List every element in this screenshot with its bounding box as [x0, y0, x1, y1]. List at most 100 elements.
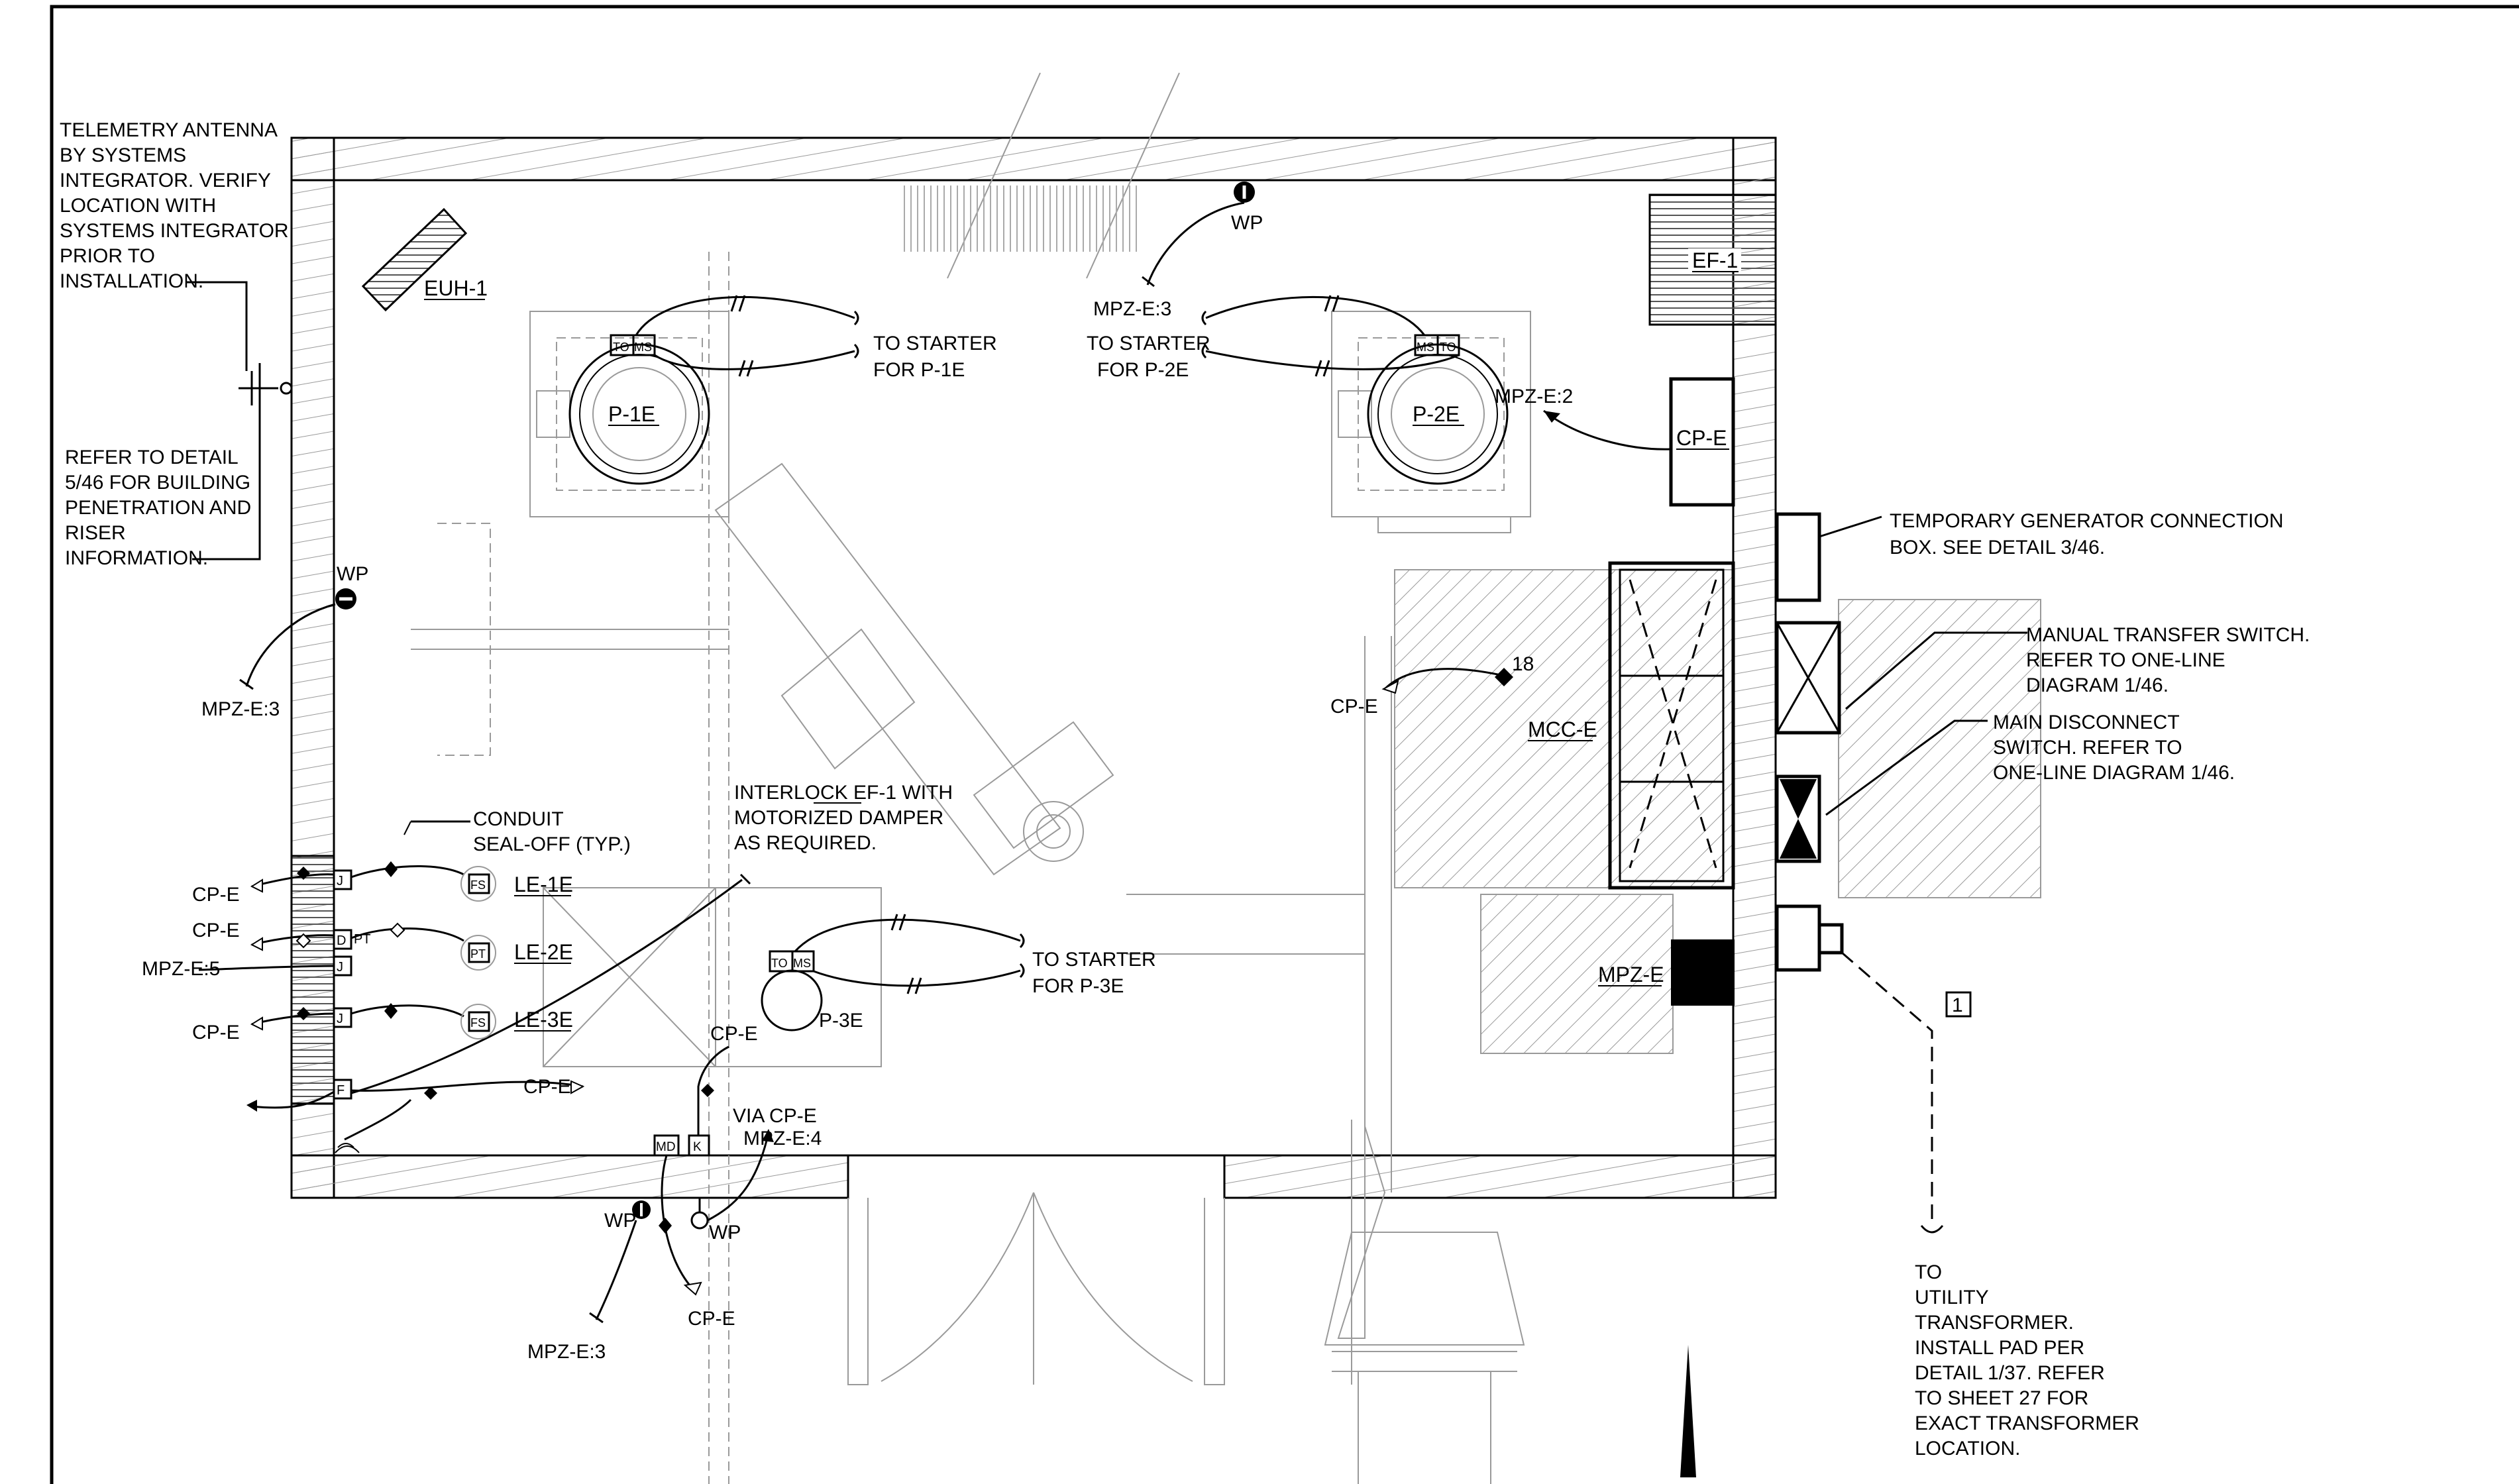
svg-text:CONDUIT: CONDUIT	[473, 808, 564, 830]
mpze-label: MPZ-E	[1598, 963, 1664, 986]
disc-line1: MAIN DISCONNECT	[1993, 712, 2180, 733]
svg-text:F: F	[337, 1083, 345, 1098]
svg-text:TRANSFORMER.: TRANSFORMER.	[1915, 1312, 2074, 1334]
unit-heater-euh1: EUH-1	[361, 207, 488, 312]
svg-text:J: J	[337, 960, 343, 975]
cpe-label-1: CP-E	[192, 884, 240, 906]
keynote-1: 1	[1952, 994, 1963, 1016]
p1e-to-tag: TO	[613, 341, 629, 354]
svg-text:D: D	[337, 933, 346, 948]
svg-text:FS: FS	[470, 878, 486, 892]
antenna-symbol	[239, 363, 293, 413]
wp-bottom-label-1: WP	[604, 1210, 636, 1232]
disc-line2: SWITCH. REFER TO	[1993, 737, 2182, 759]
temp-gen-line2: BOX. SEE DETAIL 3/46.	[1890, 537, 2105, 558]
svg-text:SYSTEMS INTEGRATOR: SYSTEMS INTEGRATOR	[60, 220, 289, 242]
field-devices-left: J D J J F PT	[198, 855, 751, 1153]
le1e-label: LE-1E	[514, 873, 573, 896]
svg-text:TELEMETRY ANTENNA: TELEMETRY ANTENNA	[60, 119, 278, 141]
svg-text:J: J	[337, 1012, 343, 1026]
mpze5-label: MPZ-E:5	[142, 958, 220, 980]
utility-service-entry: 1	[1775, 904, 1972, 1234]
mcc-cpe-label: CP-E	[1330, 696, 1378, 717]
svg-text:EXACT TRANSFORMER: EXACT TRANSFORMER	[1915, 1412, 2139, 1434]
p1e-label: P-1E	[608, 402, 655, 426]
mpze3-bottom-label: MPZ-E:3	[527, 1341, 606, 1363]
wp-left-label: WP	[337, 563, 368, 585]
interlock-note: INTERLOCK EF-1 WITH MOTORIZED DAMPER AS …	[734, 782, 953, 854]
via-line2: MPZ-E:4	[743, 1128, 822, 1149]
starter-3e-line1: TO STARTER	[1032, 949, 1156, 971]
svg-text:PENETRATION AND: PENETRATION AND	[65, 497, 251, 519]
telemetry-note: TELEMETRY ANTENNA BY SYSTEMS INTEGRATOR.…	[60, 119, 289, 371]
mts-line1: MANUAL TRANSFER SWITCH.	[2026, 624, 2310, 646]
cpe-label-bottom: CP-E	[688, 1308, 735, 1330]
conduit-seal-note: CONDUIT SEAL-OFF (TYP.)	[403, 808, 631, 855]
circuit-18-label: 18	[1512, 653, 1534, 675]
p3e-to-tag: TO	[771, 957, 788, 970]
cpe-label-4: CP-E	[523, 1076, 571, 1098]
mts-line3: DIAGRAM 1/46.	[2026, 674, 2169, 696]
svg-text:UTILITY: UTILITY	[1915, 1287, 1989, 1308]
svg-text:DETAIL 1/37. REFER: DETAIL 1/37. REFER	[1915, 1362, 2105, 1384]
svg-text:FS: FS	[470, 1016, 486, 1030]
svg-text:K: K	[693, 1140, 702, 1154]
svg-text:PT: PT	[470, 947, 486, 961]
detail-ref-note: REFER TO DETAIL 5/46 FOR BUILDING PENETR…	[65, 405, 261, 569]
svg-text:TO: TO	[1915, 1261, 1942, 1283]
starter-2e-line2: FOR P-2E	[1097, 359, 1189, 381]
svg-text:LOCATION WITH: LOCATION WITH	[60, 195, 216, 217]
p2e-to-tag: TO	[1440, 341, 1456, 354]
temp-gen-line1: TEMPORARY GENERATOR CONNECTION	[1890, 510, 2284, 532]
p3e-label: P-3E	[819, 1010, 863, 1032]
circuit-runs	[635, 295, 1460, 994]
svg-text:BY SYSTEMS: BY SYSTEMS	[60, 144, 186, 166]
svg-text:LOCATION.: LOCATION.	[1915, 1438, 2020, 1459]
mpz-pad	[1480, 894, 1674, 1054]
sheet-border	[50, 5, 2519, 1484]
manual-transfer-switch	[1775, 621, 2027, 735]
starter-3e-line2: FOR P-3E	[1032, 975, 1124, 997]
cpe-label-3: CP-E	[192, 1022, 240, 1043]
entrance-doors	[847, 1192, 1225, 1385]
svg-text:INTEGRATOR. VERIFY: INTEGRATOR. VERIFY	[60, 170, 271, 191]
starter-1e-line1: TO STARTER	[873, 333, 997, 354]
ef1-label: EF-1	[1692, 248, 1738, 272]
wp-receptacle-top: WP	[1142, 182, 1263, 288]
svg-text:MOTORIZED DAMPER: MOTORIZED DAMPER	[734, 807, 943, 829]
utility-note: TO UTILITY TRANSFORMER. INSTALL PAD PER …	[1915, 1261, 2139, 1459]
svg-text:TO SHEET 27 FOR: TO SHEET 27 FOR	[1915, 1387, 2088, 1409]
p2e-label: P-2E	[1413, 402, 1460, 426]
svg-text:SEAL-OFF (TYP.): SEAL-OFF (TYP.)	[473, 833, 631, 855]
pump-p1e-skid	[529, 311, 729, 517]
mcc-pad	[1394, 569, 1733, 888]
panel-mpze: MPZ-E	[1598, 939, 1735, 1006]
mts-line2: REFER TO ONE-LINE	[2026, 649, 2225, 671]
cpe-label-2: CP-E	[192, 920, 240, 941]
wp-top-label: WP	[1231, 212, 1263, 234]
p2e-ms-tag: MS	[1417, 341, 1434, 354]
le3e-label: LE-3E	[514, 1008, 573, 1032]
level-sensors: FS PT FS LE-1E LE-2E LE-3E	[460, 866, 573, 1039]
process-piping-background	[411, 72, 1525, 1484]
bottom-wall-devices: MD K WP WP MPZ-E:3 CP-E VIA CP-E MPZ-E:4	[527, 1045, 822, 1363]
mpze3-top-label: MPZ-E:3	[1093, 298, 1171, 320]
p3e-ms-tag: MS	[793, 957, 811, 970]
pump-p3e-skid	[543, 887, 882, 1067]
switch-pad	[1838, 599, 2041, 898]
svg-text:INFORMATION.: INFORMATION.	[65, 547, 208, 569]
svg-text:RISER: RISER	[65, 522, 126, 544]
euh1-label: EUH-1	[424, 276, 488, 300]
svg-text:J: J	[337, 874, 343, 888]
starter-1e-line2: FOR P-1E	[873, 359, 965, 381]
svg-text:INSTALL PAD PER: INSTALL PAD PER	[1915, 1337, 2084, 1359]
p1e-ms-tag: MS	[634, 341, 652, 354]
cpe-label-5: CP-E	[710, 1023, 758, 1045]
le2e-label: LE-2E	[514, 940, 573, 964]
motor-control-center-mcce: MCC-E 18 CP-E	[1330, 561, 1735, 890]
north-arrow	[1680, 1345, 1696, 1477]
svg-text:5/46 FOR BUILDING: 5/46 FOR BUILDING	[65, 472, 250, 494]
svg-text:INSTALLATION.: INSTALLATION.	[60, 270, 203, 292]
starter-2e-line1: TO STARTER	[1087, 333, 1210, 354]
